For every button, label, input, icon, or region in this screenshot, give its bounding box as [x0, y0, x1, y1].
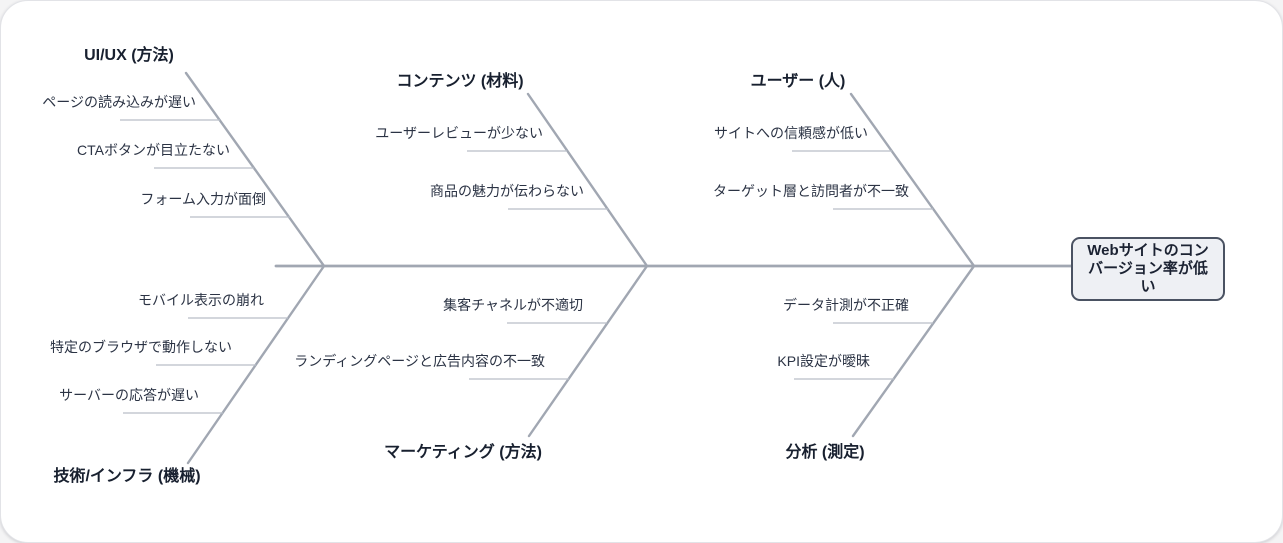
cause-label-tech-0: モバイル表示の崩れ	[138, 292, 264, 308]
category-label-content: コンテンツ (材料)	[396, 73, 524, 90]
branch-line-marketing	[527, 264, 649, 438]
effect-label: Webサイトのコンバージョン率が低い	[1087, 242, 1209, 295]
cause-label-user-0: サイトへの信頼感が低い	[714, 125, 868, 141]
category-label-tech: 技術/インフラ (機械)	[53, 468, 201, 485]
cause-label-uiux-2: フォーム入力が面倒	[140, 191, 266, 207]
cause-label-analysis-1: KPI設定が曖昧	[777, 353, 870, 369]
branch-line-uiux	[184, 71, 326, 268]
cause-label-user-1: ターゲット層と訪問者が不一致	[713, 183, 909, 199]
branch-line-analysis	[851, 264, 976, 438]
cause-label-analysis-0: データ計測が不正確	[783, 297, 909, 313]
cause-label-marketing-0: 集客チャネルが不適切	[443, 297, 583, 313]
branch-line-content	[526, 92, 649, 268]
cause-label-uiux-1: CTAボタンが目立たない	[77, 142, 230, 158]
category-label-user: ユーザー (人)	[750, 73, 846, 90]
cause-label-content-0: ユーザーレビューが少ない	[375, 125, 543, 141]
cause-label-content-1: 商品の魅力が伝わらない	[430, 183, 584, 199]
cause-label-tech-1: 特定のブラウザで動作しない	[50, 339, 232, 355]
category-label-analysis: 分析 (測定)	[785, 444, 865, 461]
category-label-marketing: マーケティング (方法)	[384, 444, 542, 461]
effect-node: Webサイトのコンバージョン率が低い	[1071, 237, 1225, 301]
cause-label-marketing-1: ランディングページと広告内容の不一致	[294, 353, 545, 369]
cause-label-uiux-0: ページの読み込みが遅い	[42, 94, 196, 110]
branch-line-user	[849, 92, 976, 268]
category-label-uiux: UI/UX (方法)	[84, 47, 174, 64]
cause-label-tech-2: サーバーの応答が遅い	[59, 387, 199, 403]
